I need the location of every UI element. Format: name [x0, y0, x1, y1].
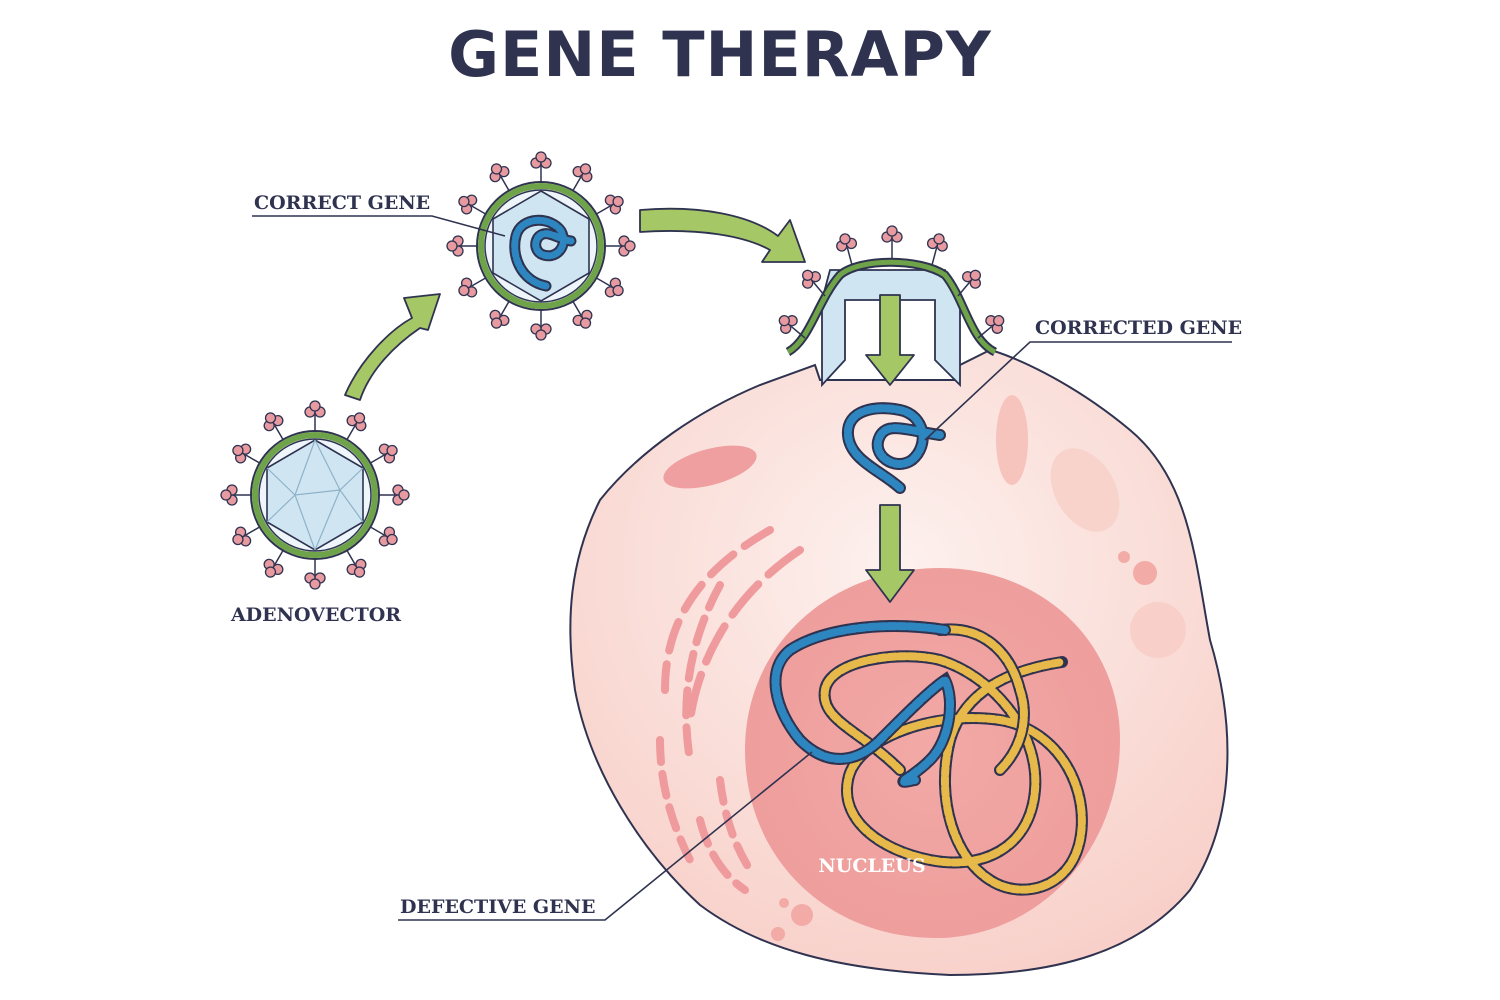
defective-gene-leader [398, 751, 813, 921]
correct-gene-label: CORRECT GENE [254, 192, 430, 214]
arrow-loaded-to-cell [639, 207, 806, 263]
adenovector-virus [220, 400, 410, 590]
corrected-gene-coil [842, 402, 946, 494]
vesicle [996, 395, 1028, 485]
adenovector-label: ADENOVECTOR [230, 604, 401, 626]
corrected-gene-label: CORRECTED GENE [1035, 317, 1242, 339]
page-title: GENE THERAPY [448, 18, 992, 91]
loaded-vector-virus [446, 151, 636, 341]
virus-entering-cell [773, 225, 1010, 388]
endoplasmic-reticulum [656, 526, 804, 894]
defective-gene-strand [818, 623, 1088, 896]
arrow-vector-to-loaded [344, 293, 441, 401]
correct-gene-leader [252, 215, 506, 237]
nucleus-label: NUCLEUS [818, 855, 925, 877]
inserted-correct-gene-strand [769, 620, 956, 788]
arrow-to-nucleus [865, 504, 915, 603]
defective-gene-label: DEFECTIVE GENE [400, 896, 595, 918]
corrected-gene-leader [924, 341, 1232, 441]
mitochondrion [663, 445, 757, 489]
vesicle [1050, 448, 1120, 532]
arrow-entry-down [865, 294, 915, 386]
